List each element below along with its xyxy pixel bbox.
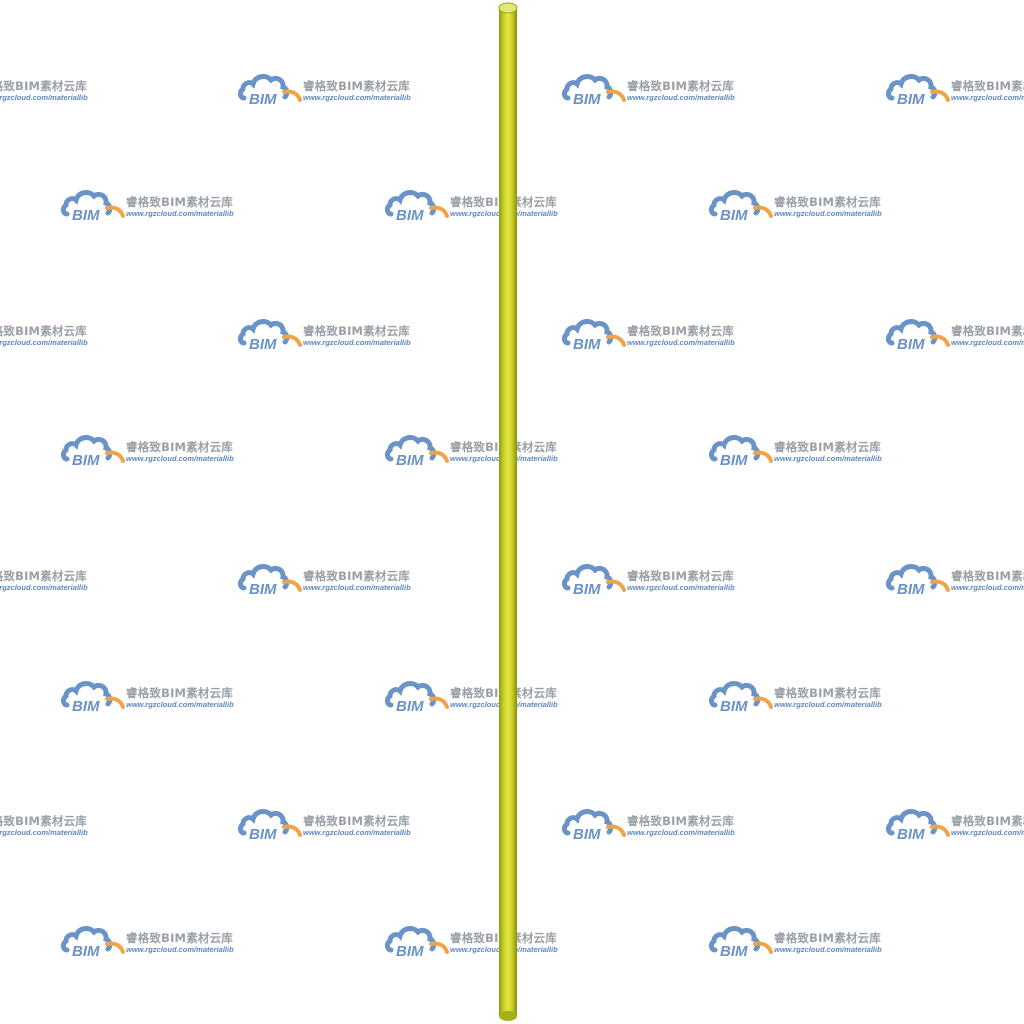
rod-body (499, 8, 517, 1016)
rod-bottom-cap (499, 1011, 517, 1021)
rod-top-cap (498, 2, 518, 14)
